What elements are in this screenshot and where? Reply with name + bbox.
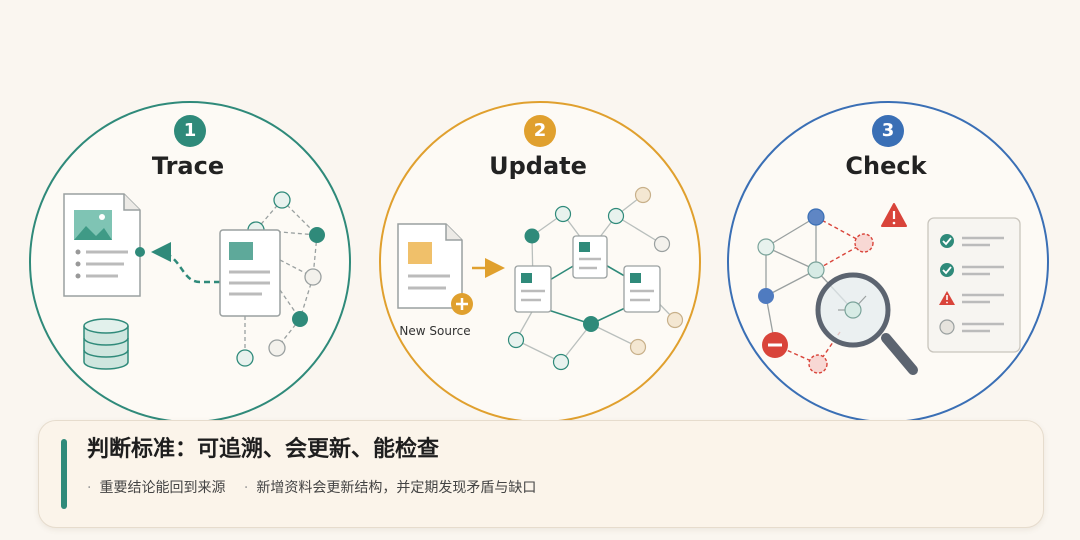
image-document-icon bbox=[63, 193, 141, 297]
link-arrow-icon bbox=[135, 242, 220, 284]
graph-node bbox=[607, 207, 625, 225]
warning-icon bbox=[939, 291, 955, 305]
document-card bbox=[623, 265, 661, 313]
graph-node bbox=[524, 228, 540, 244]
summary-point: 重要结论能回到来源 bbox=[99, 480, 226, 496]
gap-node bbox=[808, 354, 828, 374]
graph-node bbox=[653, 235, 671, 253]
step-2-title: Update bbox=[489, 152, 587, 180]
warning-icon bbox=[881, 203, 907, 227]
graph-node bbox=[757, 238, 775, 256]
step-3-title: Check bbox=[845, 152, 927, 180]
source-document-icon bbox=[219, 229, 281, 317]
graph-node bbox=[807, 261, 825, 279]
step-3-number-badge: 3 bbox=[872, 115, 904, 147]
add-icon bbox=[451, 293, 473, 315]
graph-node bbox=[634, 186, 652, 204]
step-2-number-badge: 2 bbox=[524, 115, 556, 147]
check-panel bbox=[727, 101, 1049, 423]
graph-node bbox=[268, 339, 286, 357]
step-1-title: Trace bbox=[151, 152, 225, 180]
summary-card: 判断标准：可追溯、会更新、能检查 · 重要结论能回到来源 · 新增资料会更新结构，并… bbox=[38, 420, 1044, 528]
new-source-label: New Source bbox=[399, 324, 471, 338]
document-card bbox=[572, 235, 608, 279]
graph-node bbox=[309, 227, 325, 243]
summary-title: 判断标准：可追溯、会更新、能检查 bbox=[87, 437, 440, 462]
graph-node bbox=[304, 268, 322, 286]
checklist-icon bbox=[927, 217, 1021, 353]
summary-accent-bar bbox=[61, 439, 67, 509]
trace-graph-nodes bbox=[236, 191, 325, 367]
graph-node bbox=[666, 311, 684, 329]
check-graph-nodes bbox=[757, 208, 874, 374]
check-icon bbox=[940, 263, 954, 277]
graph-node bbox=[507, 331, 525, 349]
graph-node bbox=[554, 205, 572, 223]
graph-node bbox=[273, 191, 291, 209]
summary-point: 新增资料会更新结构，并定期发现矛盾与缺口 bbox=[256, 480, 537, 496]
update-graph-nodes bbox=[507, 186, 684, 371]
check-icon bbox=[940, 234, 954, 248]
summary-points: · 重要结论能回到来源 · 新增资料会更新结构，并定期发现矛盾与缺口 bbox=[87, 477, 536, 497]
graph-node bbox=[552, 353, 570, 371]
graph-node bbox=[236, 349, 254, 367]
database-icon bbox=[83, 318, 129, 370]
step-1-number-badge: 1 bbox=[174, 115, 206, 147]
magnifier-icon bbox=[815, 272, 918, 375]
remove-icon bbox=[762, 332, 788, 358]
conflict-node bbox=[854, 233, 874, 253]
graph-node bbox=[758, 288, 774, 304]
trace-panel bbox=[29, 101, 351, 423]
bullet-icon: · bbox=[87, 480, 92, 496]
pending-icon bbox=[939, 319, 955, 335]
graph-node bbox=[629, 338, 647, 356]
graph-node bbox=[807, 208, 825, 226]
update-panel bbox=[379, 101, 701, 423]
graph-node bbox=[292, 311, 308, 327]
document-card bbox=[514, 265, 552, 313]
graph-node bbox=[583, 316, 599, 332]
new-source-document-icon bbox=[397, 223, 463, 309]
bullet-icon: · bbox=[243, 480, 249, 496]
